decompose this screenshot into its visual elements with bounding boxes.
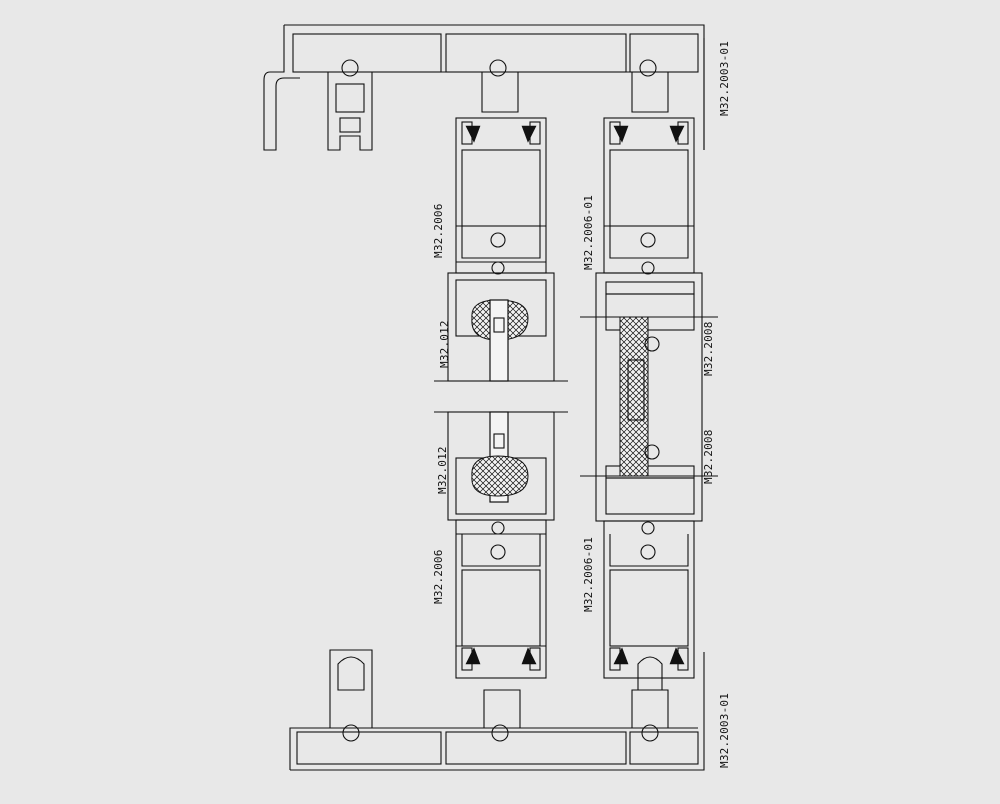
bottom-frame-profile (289, 649, 705, 771)
label-interlock-top: M32.012 (438, 320, 451, 368)
left-sash-bottom-profile (455, 519, 547, 679)
left-interlock-bottom-profile (434, 411, 568, 521)
label-right-sash-top: M32.2006-01 (582, 195, 595, 270)
label-glazing-bead-bottom: M32.2008 (702, 429, 715, 484)
left-sash-top-profile (455, 117, 547, 275)
right-sash-bottom-profile (603, 520, 695, 679)
label-glazing-bead-top: M32.2008 (702, 321, 715, 376)
top-frame-profile (263, 24, 705, 151)
label-right-sash-bottom: M32.2006-01 (582, 537, 595, 612)
label-bottom-frame: M32.2003-01 (718, 693, 731, 768)
right-glazing-panel (580, 272, 718, 522)
label-top-frame: M32.2003-01 (718, 41, 731, 116)
label-left-sash-top: M32.2006 (432, 203, 445, 258)
label-interlock-bottom: M32.012 (436, 446, 449, 494)
label-left-sash-bottom: M32.2006 (432, 549, 445, 604)
left-interlock-top-profile (434, 272, 568, 382)
right-sash-top-profile (603, 117, 695, 275)
